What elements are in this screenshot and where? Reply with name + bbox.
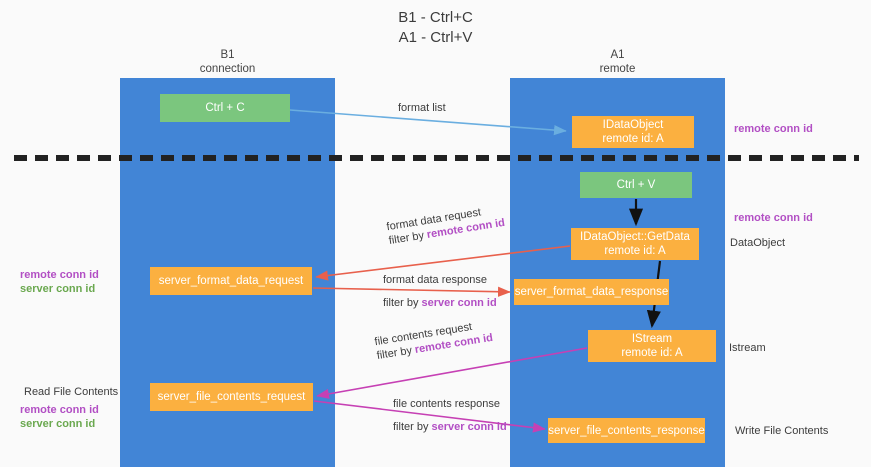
box-ctrl-c[interactable]: Ctrl + C: [160, 94, 290, 122]
box-server-format-data-request[interactable]: server_format_data_request: [150, 267, 312, 295]
box-istream[interactable]: IStream remote id: A: [588, 330, 716, 362]
annotation-remote-conn-id-top: remote conn id: [734, 123, 813, 135]
box-istream-line-1: IStream: [631, 333, 673, 345]
box-istream-line-2: remote id: A: [621, 347, 683, 359]
box-idataobject[interactable]: IDataObject remote id: A: [572, 116, 694, 148]
box-server-format-data-request-label: server_format_data_request: [158, 275, 304, 287]
label-format-list: format list: [398, 102, 446, 114]
box-idataobject-line-2: remote id: A: [602, 133, 664, 145]
label-file-contents-request: file contents request filter by remote c…: [374, 317, 494, 363]
lane-title-a1: A1 remote: [510, 48, 725, 76]
phase-divider: [14, 155, 859, 161]
box-server-format-data-response-label: server_format_data_response: [514, 286, 669, 298]
label-format-data-request: format data request filter by remote con…: [386, 202, 506, 248]
annotation-remote-conn-id: remote conn id: [20, 269, 99, 281]
box-server-format-data-response[interactable]: server_format_data_response: [514, 279, 669, 305]
page-title-line-2: A1 - Ctrl+V: [398, 29, 473, 46]
box-idataobject-getdata[interactable]: IDataObject::GetData remote id: A: [571, 228, 699, 260]
label-format-data-response: format data response filter by server co…: [383, 273, 497, 310]
annotation-server-conn-id: server conn id: [20, 418, 96, 430]
lane-title-a1-line-2: remote: [599, 63, 636, 75]
annotation-istream: Istream: [729, 342, 766, 354]
annotation-server-conn-id: server conn id: [20, 283, 96, 295]
annotation-remote-conn-id: remote conn id: [20, 404, 99, 416]
annotation-left-conn-ids-lower: remote conn id server conn id: [20, 403, 99, 431]
label-file-contents-response: file contents response filter by server …: [393, 397, 507, 434]
box-idataobject-line-1: IDataObject: [602, 119, 664, 131]
lane-title-a1-line-1: A1: [610, 49, 625, 61]
box-server-file-contents-response[interactable]: server_file_contents_response: [548, 418, 705, 443]
label-format-data-response-filter: filter by server conn id: [383, 296, 497, 310]
annotation-read-file-contents: Read File Contents: [24, 386, 119, 398]
annotation-remote-conn-id-mid: remote conn id: [734, 212, 813, 224]
lane-title-b1-line-1: B1: [220, 49, 235, 61]
annotation-left-conn-ids-upper: remote conn id server conn id: [20, 268, 99, 296]
annotation-write-file-contents: Write File Contents: [735, 425, 829, 437]
filter-prefix: filter by: [383, 297, 422, 309]
box-server-file-contents-response-label: server_file_contents_response: [548, 424, 705, 437]
label-file-contents-response-filter: filter by server conn id: [393, 420, 507, 434]
box-ctrl-v-label: Ctrl + V: [616, 179, 656, 191]
label-format-data-response-line-1: format data response: [383, 274, 487, 286]
lane-title-b1-line-2: connection: [199, 63, 256, 75]
page-title: B1 - Ctrl+C A1 - Ctrl+V: [0, 8, 871, 48]
label-file-contents-response-line-1: file contents response: [393, 398, 501, 410]
box-getdata-line-2: remote id: A: [604, 245, 666, 257]
box-getdata-line-1: IDataObject::GetData: [580, 231, 690, 243]
filter-prefix: filter by: [393, 421, 432, 433]
box-server-file-contents-request-label: server_file_contents_request: [157, 391, 306, 403]
page-title-line-1: B1 - Ctrl+C: [398, 9, 473, 26]
lane-title-b1: B1 connection: [120, 48, 335, 76]
filter-key-server-conn-id: server conn id: [431, 421, 507, 433]
filter-key-server-conn-id: server conn id: [421, 297, 497, 309]
box-ctrl-c-label: Ctrl + C: [205, 102, 245, 114]
annotation-dataobject: DataObject: [730, 237, 786, 249]
box-server-file-contents-request[interactable]: server_file_contents_request: [150, 383, 313, 411]
box-ctrl-v[interactable]: Ctrl + V: [580, 172, 692, 198]
